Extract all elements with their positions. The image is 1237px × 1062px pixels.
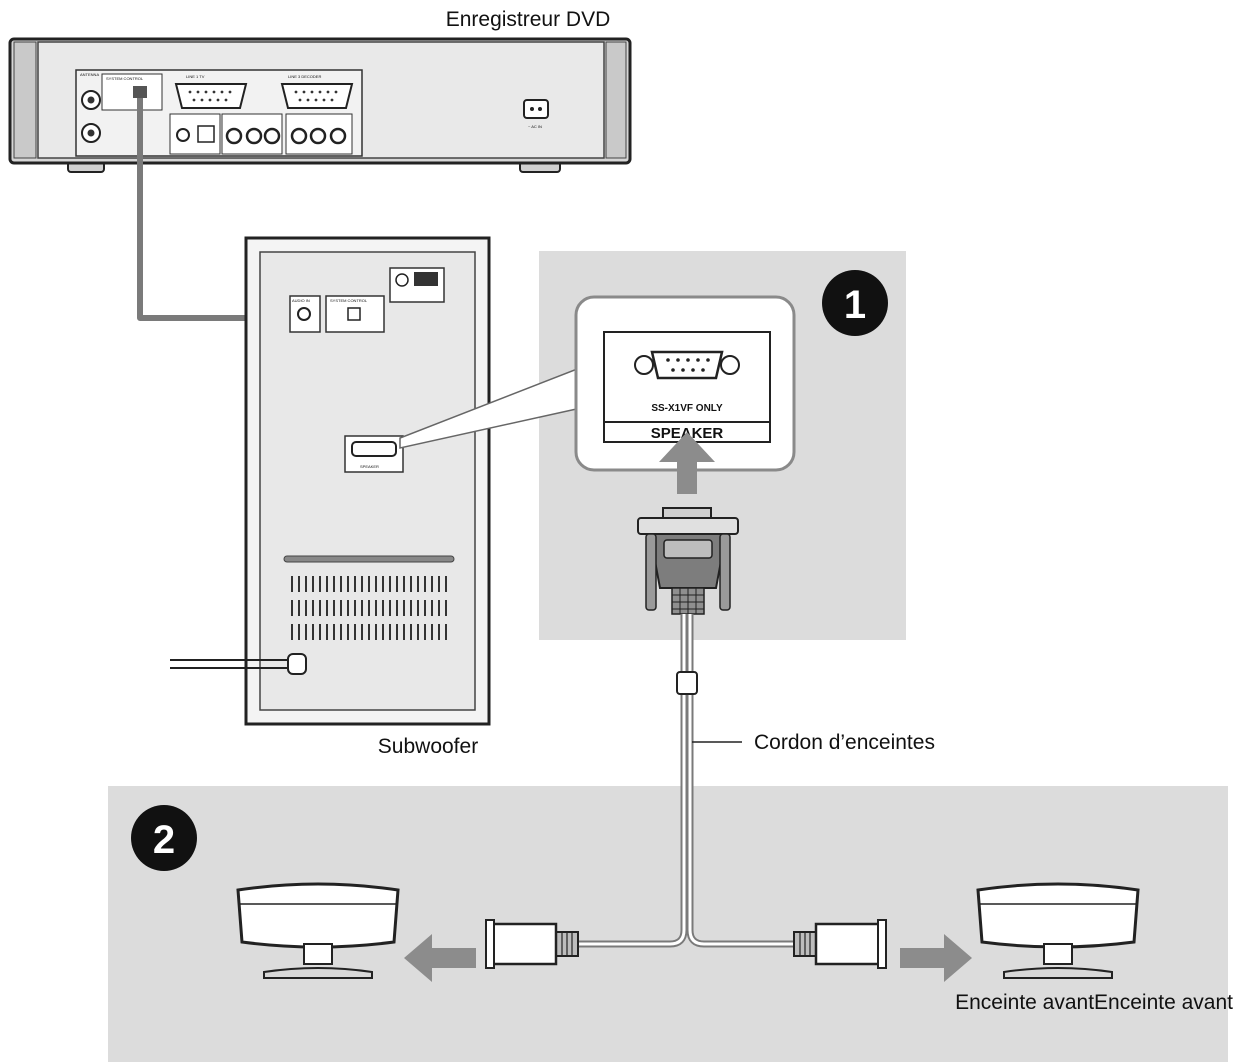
front-speaker-left (236, 882, 400, 979)
speaker-cord-plug (637, 507, 739, 615)
speaker-cord (576, 614, 806, 948)
recorder-line3-label: LINE 3 DECODER (288, 74, 321, 79)
d-sub-connector-icon (634, 350, 740, 380)
front-speaker-right (976, 882, 1140, 979)
step-1-number: 1 (844, 283, 866, 327)
connector-model-text: SS-X1VF ONLY (651, 403, 723, 414)
subwoofer-system-control-label: SYSTEM CONTROL (330, 298, 368, 303)
front-speakers-label: Enceinte avantEnceinte avant (955, 991, 1233, 1014)
arrow-left-icon (404, 934, 476, 982)
recorder-power-label: ~ AC IN (528, 124, 542, 129)
arrow-right-icon (900, 934, 972, 982)
recorder-antenna-label: ANTENNA (80, 72, 99, 77)
step-2-number: 2 (153, 818, 175, 862)
recorder-system-control-label: SYSTEM CONTROL (106, 76, 144, 81)
dvd-recorder-label: Enregistreur DVD (446, 8, 611, 31)
subwoofer-label: Subwoofer (378, 735, 478, 758)
speaker-jack-closeup: SS-X1VF ONLY SPEAKER (574, 295, 796, 472)
speaker-cord-label: Cordon d’enceintes (754, 731, 935, 754)
recorder-line1-label: LINE 1 TV (186, 74, 205, 79)
step-1-badge: 1 (822, 270, 888, 336)
step-2-badge: 2 (131, 805, 197, 871)
subwoofer-power-cord (170, 653, 307, 675)
subwoofer-audio-in-label: AUDIO IN (292, 298, 310, 303)
subwoofer-speaker-label: SPEAKER (360, 464, 379, 469)
dvd-recorder: ANTENNA SYSTEM CONTROL LINE 1 TV LINE 3 … (8, 37, 632, 173)
subwoofer-unit: AUDIO IN SYSTEM CONTROL SPEAKER (244, 236, 491, 726)
right-cord-plug (793, 919, 887, 969)
arrow-up-icon (659, 432, 715, 494)
left-cord-plug (485, 919, 579, 969)
